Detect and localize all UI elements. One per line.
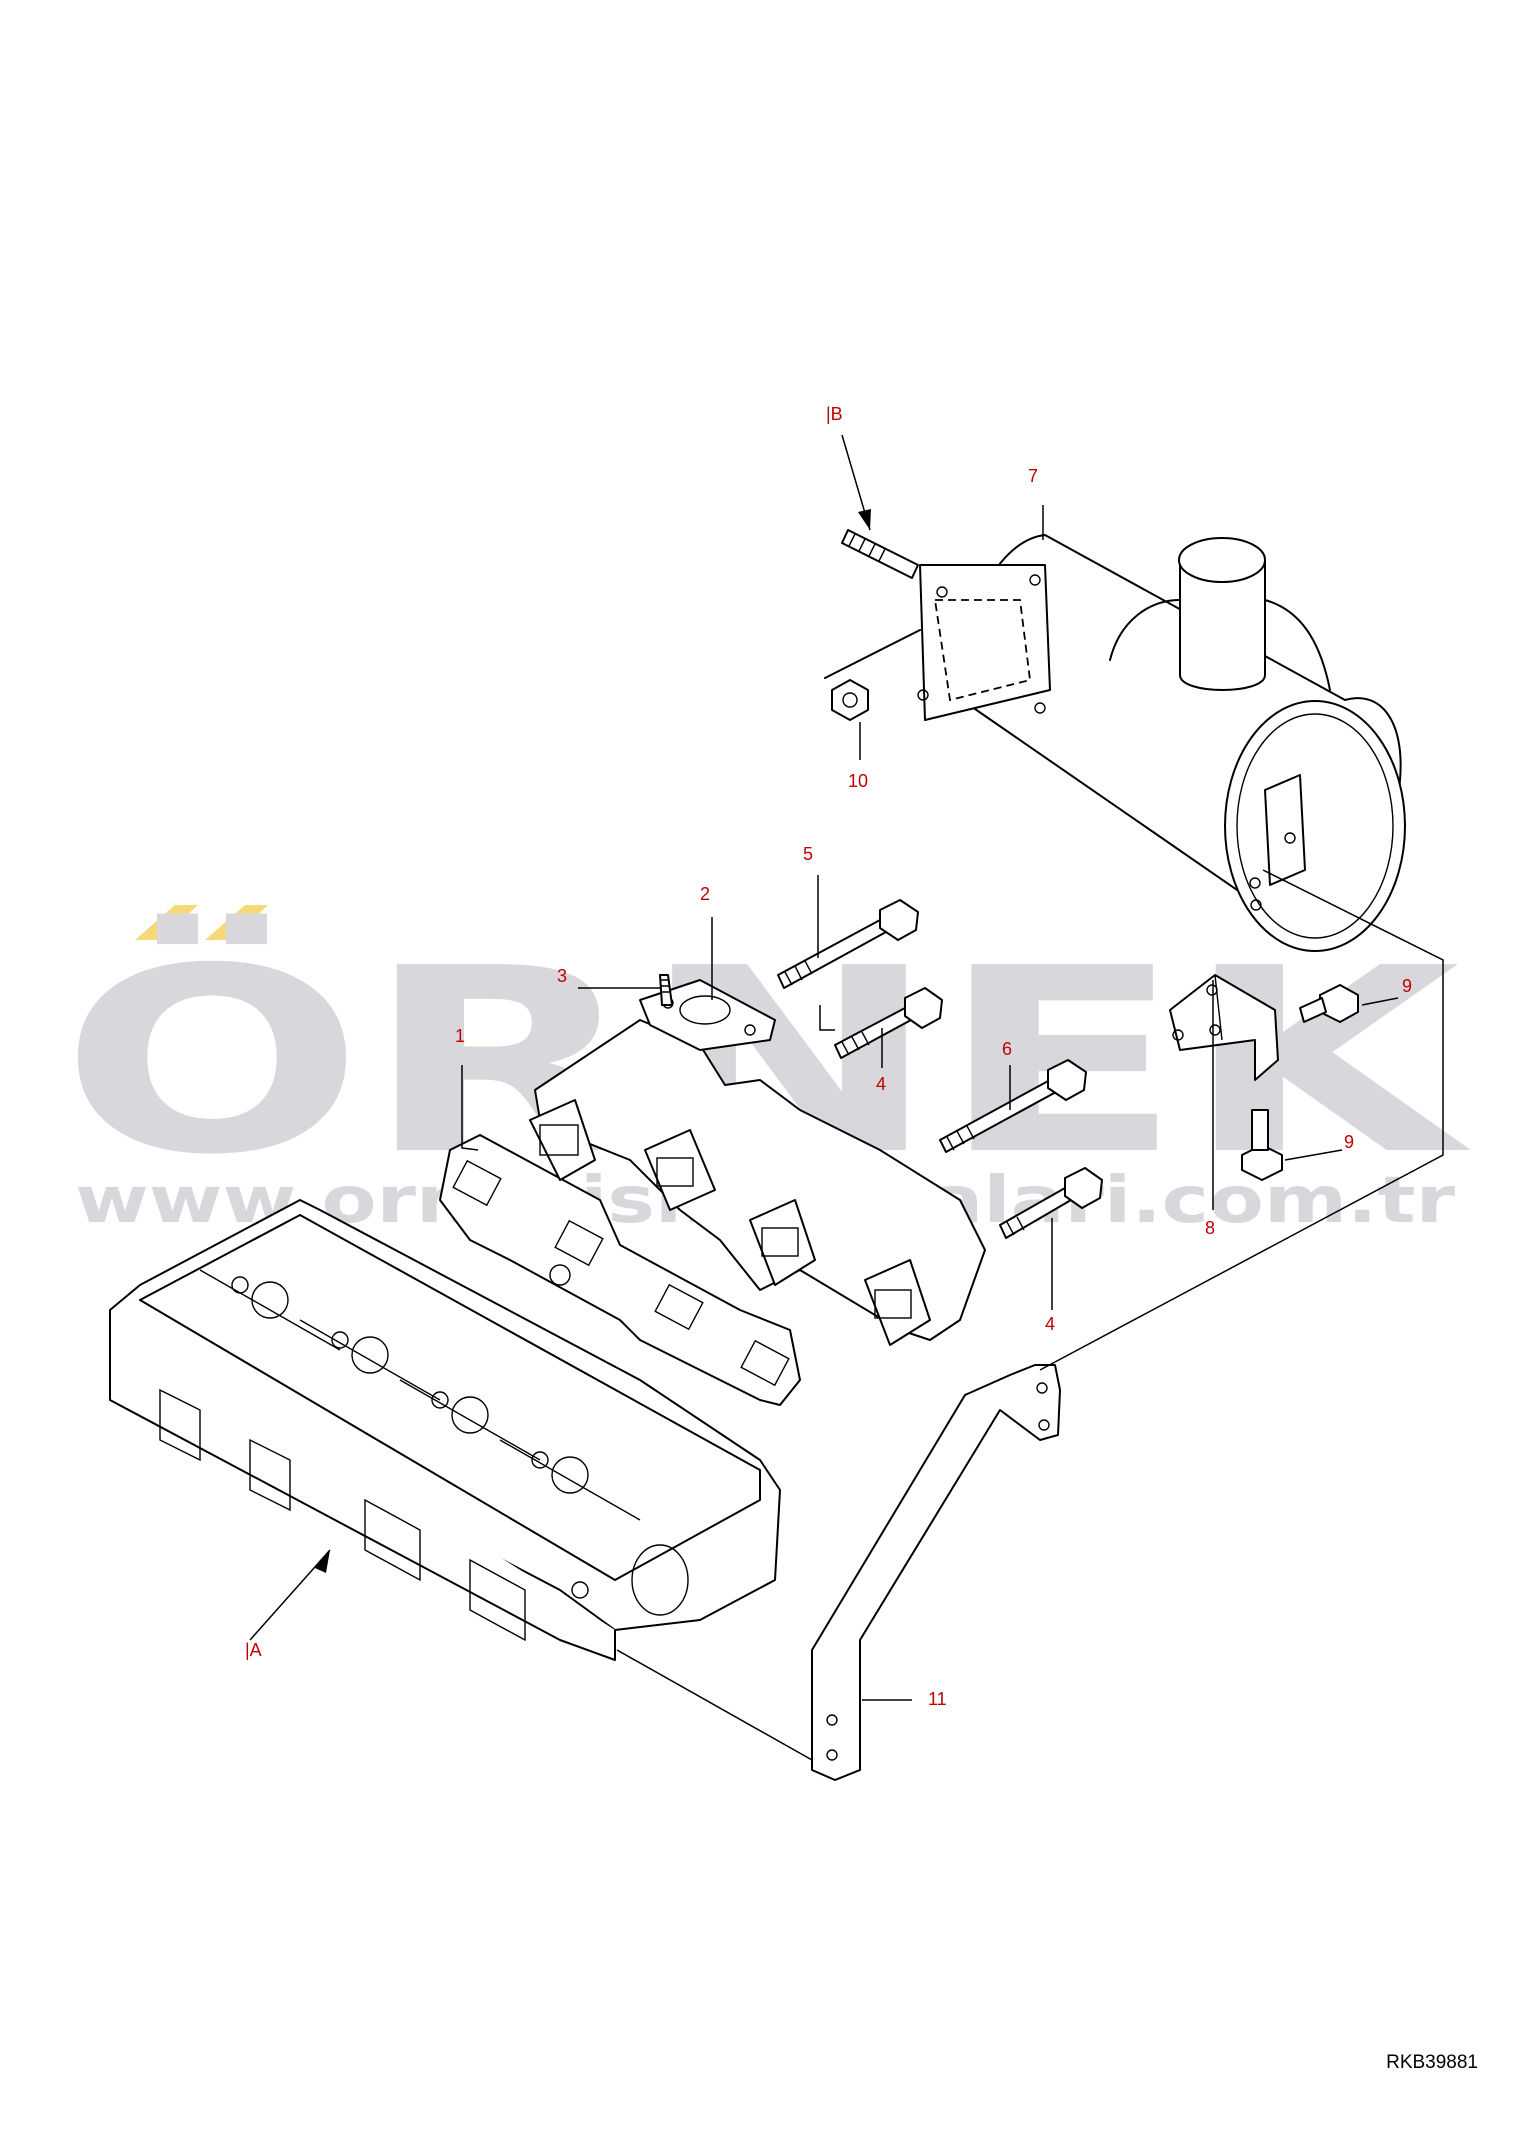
exhaust-stud	[841, 529, 919, 579]
bolt-9-lower	[1241, 1109, 1283, 1181]
reference-a: |A	[245, 1640, 262, 1660]
exhaust-gasket	[439, 1134, 801, 1406]
drawing-code: RKB39881	[1386, 2052, 1478, 2073]
callout-11: 11	[928, 1689, 947, 1709]
muffler-bracket	[1169, 974, 1279, 1081]
bolt-4-upper	[834, 987, 943, 1059]
bolt-9-upper	[1299, 984, 1359, 1023]
callout-9-lower: 9	[1344, 1132, 1354, 1152]
reference-b: |B	[826, 404, 843, 424]
callout-4-lower: 4	[1045, 1314, 1055, 1334]
callout-9-upper: 9	[1402, 976, 1412, 996]
callout-1: 1	[455, 1026, 465, 1046]
exhaust-manifold	[529, 979, 986, 1346]
watermark-accent-right	[205, 905, 268, 940]
flange-nut	[824, 629, 921, 721]
callout-2: 2	[700, 884, 710, 904]
callout-8: 8	[1205, 1218, 1215, 1238]
leader-lines	[249, 434, 1444, 1761]
callout-7: 7	[1028, 466, 1038, 486]
callout-10: 10	[848, 771, 868, 791]
support-strap	[811, 1364, 1061, 1781]
bolt-4-lower	[999, 1167, 1103, 1239]
callout-3: 3	[557, 966, 567, 986]
cylinder-head	[109, 1199, 781, 1661]
bolt-6	[939, 1059, 1087, 1153]
muffler	[917, 534, 1406, 952]
watermark-accent-left	[135, 905, 198, 940]
callout-4-upper: 4	[876, 1074, 886, 1094]
callouts: 1 2 3 4 4 5 6 7 8 9 9 10 11 |A |B	[245, 404, 1412, 1709]
callout-6: 6	[1002, 1039, 1012, 1059]
bolt-5	[777, 899, 919, 989]
manifold-stud	[659, 974, 673, 1006]
callout-5: 5	[803, 844, 813, 864]
